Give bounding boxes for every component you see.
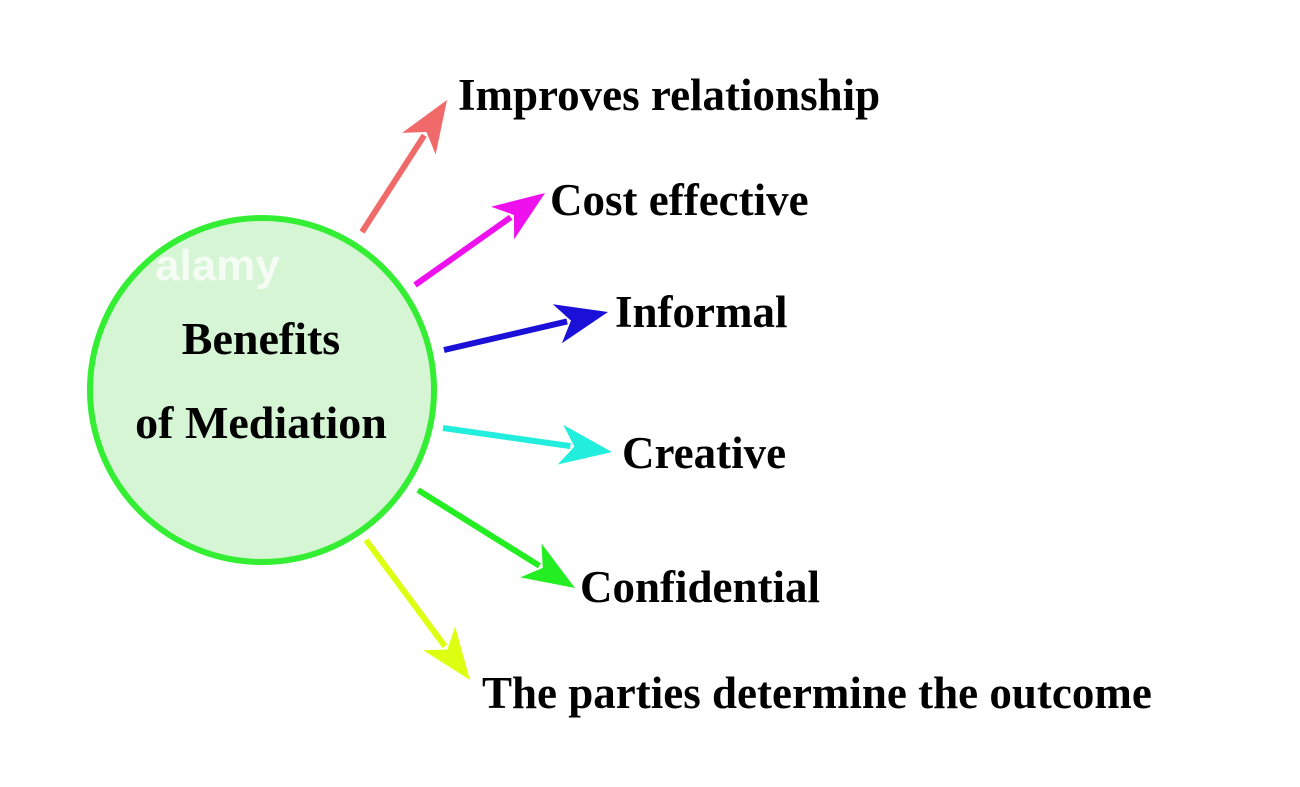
arrow-shaft	[416, 487, 541, 569]
benefit-label-cost-effective: Cost effective	[550, 175, 809, 225]
benefit-label-confidential: Confidential	[580, 562, 820, 612]
arrow-shaft	[442, 425, 571, 450]
arrow-6	[363, 538, 470, 680]
center-circle	[87, 215, 437, 565]
arrow-head	[422, 626, 470, 680]
arrow-shaft	[359, 133, 427, 234]
center-title-line1: Benefits	[182, 313, 340, 364]
center-title-line2: of Mediation	[135, 397, 387, 448]
arrow-5	[416, 487, 575, 588]
arrow-head	[491, 193, 545, 240]
arrow-3	[443, 304, 608, 353]
watermark: alamy	[155, 241, 280, 290]
benefit-label-creative: Creative	[622, 428, 786, 478]
arrow-head	[520, 543, 575, 588]
benefit-label-informal: Informal	[615, 287, 788, 337]
arrow-head	[402, 100, 447, 155]
benefit-label-parties-determine-outcome: The parties determine the outcome	[482, 668, 1152, 718]
arrow-shaft	[363, 538, 448, 649]
arrow-head	[552, 304, 608, 344]
arrow-shaft	[413, 214, 513, 288]
arrow-shaft	[443, 318, 568, 353]
arrow-head	[557, 424, 612, 465]
arrow-2	[413, 193, 545, 288]
arrow-4	[442, 424, 612, 465]
benefit-label-improves-relationship: Improves relationship	[458, 70, 880, 120]
arrow-1	[359, 100, 447, 234]
